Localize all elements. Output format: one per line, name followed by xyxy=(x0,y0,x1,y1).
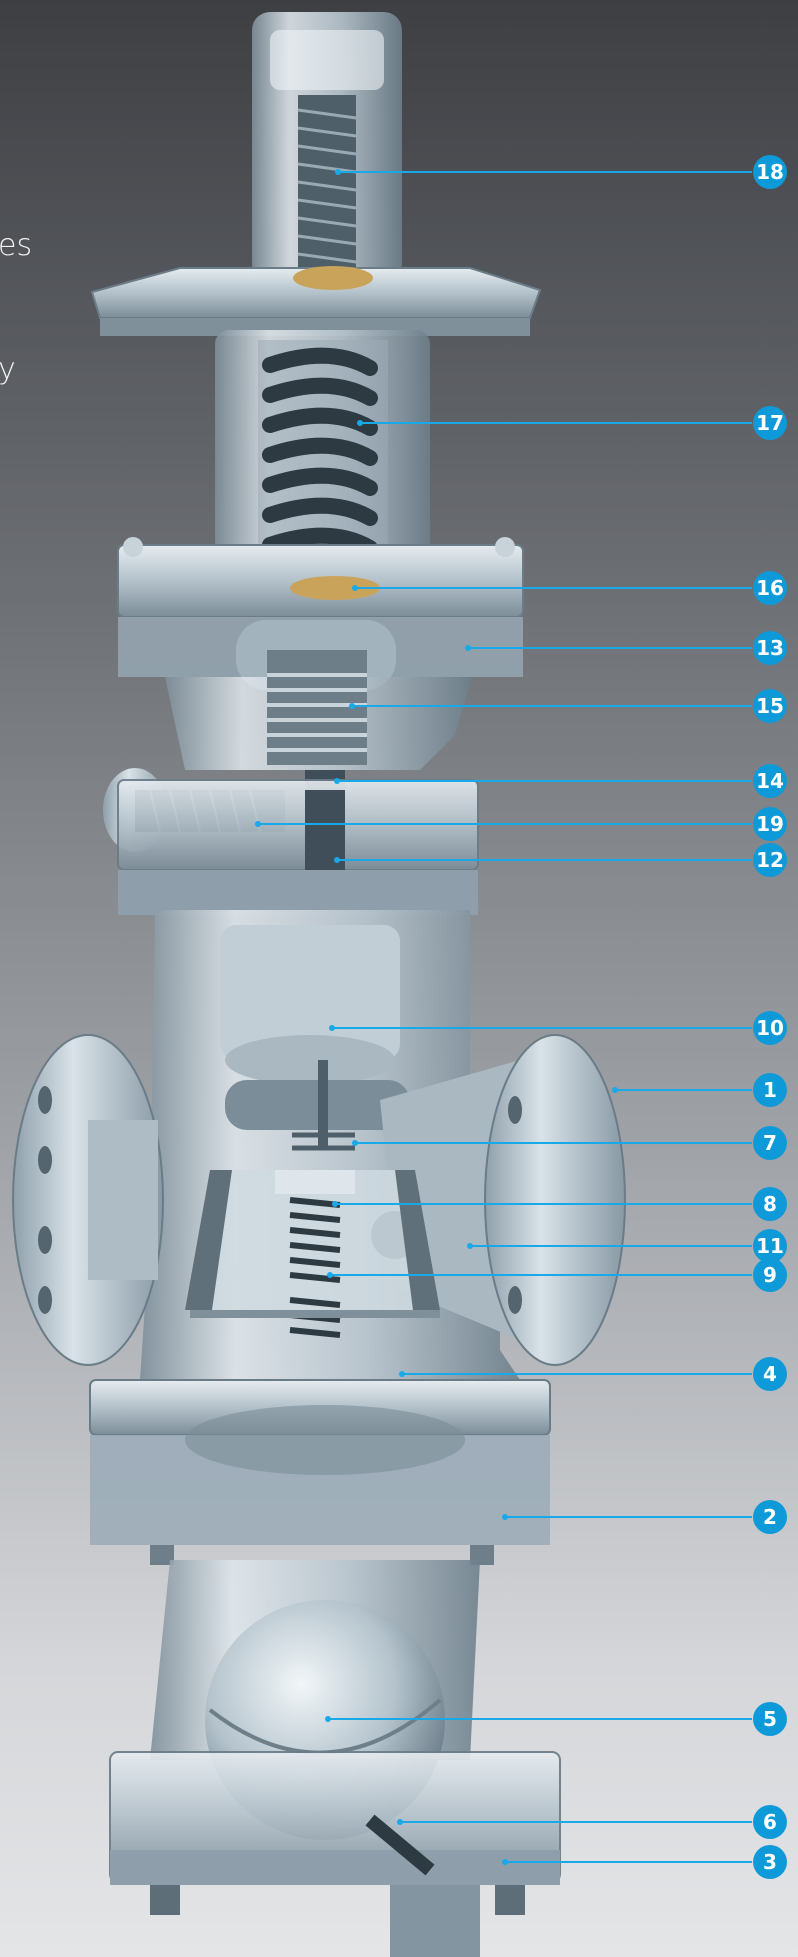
callout-badge-15 xyxy=(753,689,787,723)
callout-badge-13 xyxy=(753,631,787,665)
leader-dot-4 xyxy=(399,1371,405,1377)
leader-dot-18 xyxy=(335,169,341,175)
callout-badge-10 xyxy=(753,1011,787,1045)
strainer-cone xyxy=(185,1170,440,1338)
callout-number-18: 18 xyxy=(756,160,784,184)
callout-badge-8 xyxy=(753,1187,787,1221)
callout-number-3: 3 xyxy=(763,1850,777,1874)
leader-dot-9 xyxy=(327,1272,333,1278)
callout-number-17: 17 xyxy=(756,411,784,435)
intro-text-fragment-2: y xyxy=(0,352,16,387)
callout-badge-18 xyxy=(753,155,787,189)
callout-number-14: 14 xyxy=(756,769,784,793)
callout-number-2: 2 xyxy=(763,1505,777,1529)
leader-dot-15 xyxy=(349,703,355,709)
leader-dot-2 xyxy=(502,1514,508,1520)
callout-number-19: 19 xyxy=(756,812,784,836)
top-plate xyxy=(90,266,542,336)
intro-text-fragment-1: es xyxy=(0,228,33,263)
leader-dot-5 xyxy=(325,1716,331,1722)
callout-badge-3 xyxy=(753,1845,787,1879)
callout-number-4: 4 xyxy=(763,1362,777,1386)
callout-badge-11 xyxy=(753,1229,787,1263)
callout-badge-14 xyxy=(753,764,787,798)
callout-number-7: 7 xyxy=(763,1131,777,1155)
leader-dot-11 xyxy=(467,1243,473,1249)
leader-dot-17 xyxy=(357,420,363,426)
callout-badge-5 xyxy=(753,1702,787,1736)
lower-flange-block xyxy=(89,1379,551,1565)
left-flange xyxy=(12,1034,164,1366)
leader-dot-8 xyxy=(332,1201,338,1207)
leader-dot-3 xyxy=(502,1859,508,1865)
leader-dot-14 xyxy=(334,778,340,784)
callout-badge-16 xyxy=(753,571,787,605)
bottom-flange-block xyxy=(109,1751,561,1957)
callout-badge-7 xyxy=(753,1126,787,1160)
leader-dot-10 xyxy=(329,1025,335,1031)
callout-badge-12 xyxy=(753,843,787,877)
leader-dot-13 xyxy=(465,645,471,651)
callout-badge-1 xyxy=(753,1073,787,1107)
leader-dot-16 xyxy=(352,585,358,591)
callout-badge-4 xyxy=(753,1357,787,1391)
callout-badge-19 xyxy=(753,807,787,841)
callout-number-13: 13 xyxy=(756,636,784,660)
callout-number-16: 16 xyxy=(756,576,784,600)
callout-badge-17 xyxy=(753,406,787,440)
leader-dot-12 xyxy=(334,857,340,863)
middle-flange-block xyxy=(117,779,479,915)
callout-number-8: 8 xyxy=(763,1192,777,1216)
callout-number-10: 10 xyxy=(756,1016,784,1040)
callout-number-11: 11 xyxy=(756,1234,784,1258)
callout-number-9: 9 xyxy=(763,1263,777,1287)
leader-dot-6 xyxy=(397,1819,403,1825)
callout-number-6: 6 xyxy=(763,1810,777,1834)
callout-number-12: 12 xyxy=(756,848,784,872)
callout-badge-9 xyxy=(753,1258,787,1292)
leader-dot-19 xyxy=(255,821,261,827)
callout-number-15: 15 xyxy=(756,694,784,718)
leader-dot-7 xyxy=(352,1140,358,1146)
callout-number-1: 1 xyxy=(763,1078,777,1102)
spring-housing xyxy=(215,330,430,560)
callout-number-5: 5 xyxy=(763,1707,777,1731)
leader-dot-1 xyxy=(612,1087,618,1093)
top-cap xyxy=(252,12,402,282)
callout-badge-2 xyxy=(753,1500,787,1534)
callout-badge-6 xyxy=(753,1805,787,1839)
